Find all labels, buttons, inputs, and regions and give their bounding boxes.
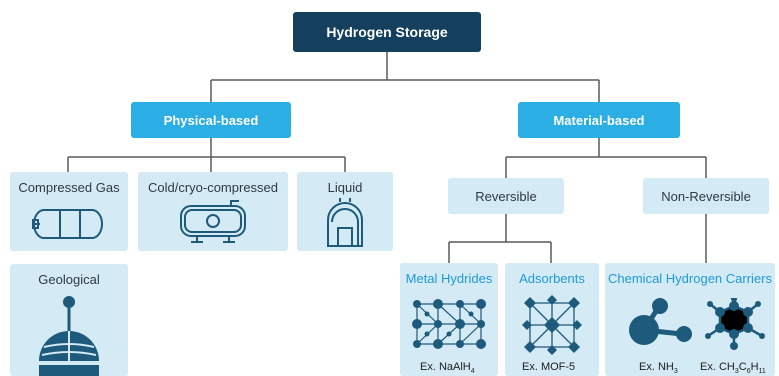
example-naalh4: Ex. NaAlH4: [420, 361, 475, 375]
tile-adsorbents-label: Adsorbents: [519, 271, 585, 286]
example-ch3c6h11-sub3: 11: [758, 368, 766, 376]
ammonia-molecule-icon: [629, 298, 692, 345]
subcategory-non-reversible-label: Non-Reversible: [661, 188, 751, 204]
tile-geological-label: Geological: [38, 272, 100, 287]
root-label: Hydrogen Storage: [326, 24, 448, 40]
example-ch3c6h11-text: Ex. CH: [700, 361, 735, 373]
example-ch3c6h11: Ex. CH3C6H11: [700, 361, 766, 375]
example-ch3c6h11-sub2: 6: [746, 368, 751, 376]
category-physical-label: Physical-based: [163, 112, 259, 128]
category-physical-based: Physical-based: [131, 102, 291, 138]
example-ch3c6h11-c: C: [738, 361, 747, 373]
tile-adsorbents: Adsorbents: [505, 263, 599, 376]
category-material-label: Material-based: [553, 112, 645, 128]
example-nh3-subscript: 3: [673, 368, 678, 376]
tile-metal-hydrides-label: Metal Hydrides: [405, 271, 493, 286]
example-ch3c6h11-sub1: 3: [734, 368, 739, 376]
tile-liquid: Liquid: [297, 172, 393, 251]
methylcyclohexane-molecule-icon: [705, 298, 765, 350]
example-mof-5: Ex. MOF-5: [522, 361, 576, 373]
tile-cold-cryo-label: Cold/cryo-compressed: [147, 180, 279, 195]
example-naalh4-text: Ex. NaAlH: [420, 361, 471, 373]
mof-structure-icon: [522, 295, 582, 355]
example-nh3: Ex. NH3: [639, 361, 678, 375]
tile-liquid-label: Liquid: [327, 180, 363, 195]
tile-cold-cryo-compressed: Cold/cryo-compressed: [138, 172, 288, 251]
example-nh3-text: Ex. NH: [639, 361, 674, 373]
root-node-hydrogen-storage: Hydrogen Storage: [293, 12, 481, 52]
example-ch3c6h11-h: H: [750, 361, 759, 373]
cryo-tank-icon: [180, 200, 246, 243]
tank-icon: [32, 209, 103, 239]
liquid-vessel-icon: [327, 198, 363, 247]
tile-chemical-carriers-label: Chemical Hydrogen Carriers: [608, 271, 772, 286]
example-naalh4-subscript: 4: [470, 368, 475, 376]
category-material-based: Material-based: [518, 102, 680, 138]
subcategory-reversible: Reversible: [448, 178, 564, 214]
geological-reservoir-icon: [39, 296, 99, 376]
tile-compressed-gas-label: Compressed Gas: [18, 180, 120, 195]
lattice-icon: [412, 299, 486, 349]
subcategory-reversible-label: Reversible: [475, 188, 537, 204]
subcategory-non-reversible: Non-Reversible: [643, 178, 769, 214]
